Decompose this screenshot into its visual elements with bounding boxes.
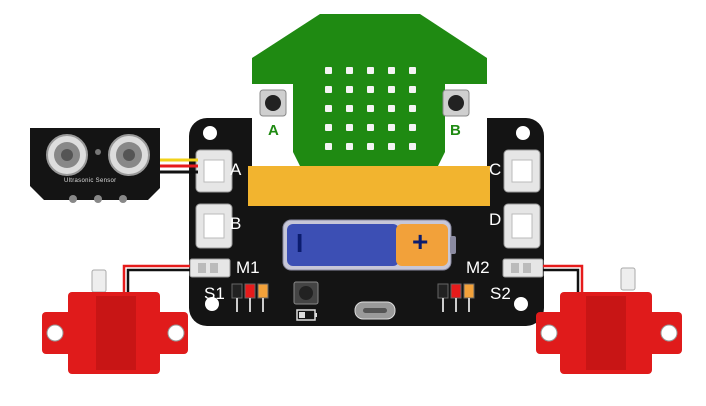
led [346,86,353,93]
led [367,86,374,93]
port-d-label: D [489,210,502,229]
led [388,67,395,74]
motor-right [536,267,682,374]
port-b-connector [195,203,233,249]
led [409,143,416,150]
led [367,143,374,150]
led [346,105,353,112]
led [367,105,374,112]
led [325,105,332,112]
mount-hole [514,297,528,311]
led [325,86,332,93]
led [409,67,416,74]
port-a-label: A [230,160,242,179]
microbit [248,14,490,206]
led [388,124,395,131]
led [346,124,353,131]
led [325,67,332,74]
mount-hole [205,297,219,311]
port-c-connector [503,149,541,193]
ultrasonic-label: Ultrasonic Sensor [64,178,117,184]
motor-cable-right [543,264,584,294]
led [388,143,395,150]
button-b[interactable] [442,89,470,117]
led [409,105,416,112]
motor-port-m1 [189,258,231,278]
port-c-label: C [489,160,502,179]
led [388,105,395,112]
battery-positive-symbol: + [412,226,429,257]
button-a-label: A [268,122,279,139]
reset-button[interactable] [293,281,319,305]
usb-c-port [354,301,396,320]
button-b-label: B [450,122,461,139]
port-b-label: B [230,214,242,233]
mount-hole [203,126,217,140]
motor-left [42,269,188,374]
edge-connector [248,166,490,206]
motor-port-m2 [502,258,544,278]
sensor-cable [160,158,198,174]
battery-level-icon [296,309,317,321]
led [346,143,353,150]
servo-s1-label: S1 [204,284,225,303]
led [409,124,416,131]
led-matrix [325,67,416,150]
ultrasonic-sensor [30,128,160,203]
port-a-connector [195,149,233,193]
led [367,124,374,131]
led [388,86,395,93]
led [325,124,332,131]
led [367,67,374,74]
servo-s2-label: S2 [490,284,511,303]
battery-icon [282,219,456,271]
led [325,143,332,150]
motor-m1-label: M1 [236,258,260,277]
led [346,67,353,74]
servo-header-s2 [437,283,475,312]
port-d-connector [503,203,541,249]
motor-cable-left [122,264,190,292]
motor-m2-label: M2 [466,258,490,277]
led [409,86,416,93]
mount-hole [516,126,530,140]
servo-header-s1 [231,283,269,312]
button-a[interactable] [259,89,287,117]
battery-negative-symbol: I [296,228,304,258]
